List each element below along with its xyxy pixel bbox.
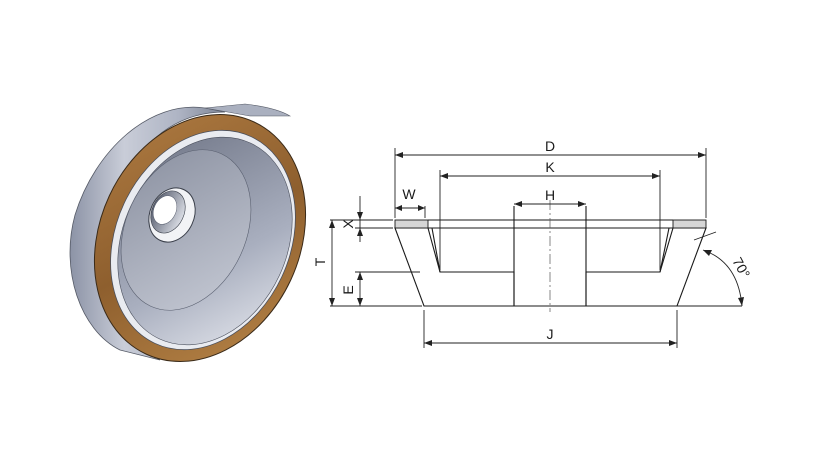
label-e: E bbox=[340, 285, 356, 294]
label-k: K bbox=[545, 159, 555, 175]
section-body-right bbox=[585, 227, 707, 307]
rim-section-right bbox=[672, 219, 707, 229]
dim-arrows-h bbox=[514, 201, 586, 207]
cavity-wall-right bbox=[659, 227, 674, 273]
label-t: T bbox=[312, 257, 328, 266]
section-body-left bbox=[394, 227, 515, 307]
section-view: D K H W X T E J 70° bbox=[312, 138, 753, 348]
bore-through bbox=[152, 195, 178, 225]
label-angle: 70° bbox=[729, 255, 753, 281]
label-d: D bbox=[545, 138, 555, 154]
label-x: X bbox=[340, 219, 356, 229]
ext-angle-side bbox=[693, 231, 717, 241]
angle-arrows bbox=[703, 250, 744, 306]
wheel-3d-render bbox=[69, 103, 307, 362]
label-j: J bbox=[547, 326, 554, 342]
rim-section-left bbox=[394, 219, 429, 229]
label-h: H bbox=[545, 187, 555, 203]
dim-arrows-x bbox=[357, 212, 363, 236]
dim-arrows-e bbox=[357, 272, 363, 306]
label-w: W bbox=[402, 186, 416, 202]
wheel-top-edge bbox=[204, 103, 292, 117]
dim-arrows-w bbox=[395, 205, 425, 211]
cavity-wall-left bbox=[427, 227, 441, 273]
